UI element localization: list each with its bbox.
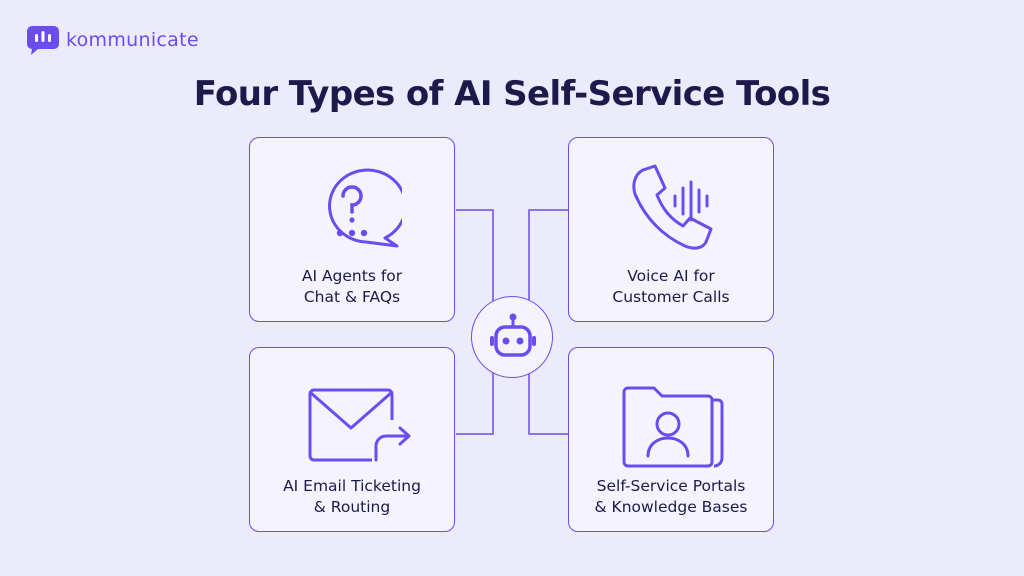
card-ai-agents-chat: AI Agents for Chat & FAQs bbox=[249, 137, 455, 322]
connector-bottom-right bbox=[528, 369, 568, 435]
card-label: Self-Service Portals & Knowledge Bases bbox=[594, 477, 748, 516]
chat-question-icon bbox=[328, 168, 402, 248]
folder-user-icon bbox=[622, 386, 724, 468]
connector-top-left bbox=[456, 209, 494, 305]
page-title: Four Types of AI Self-Service Tools bbox=[193, 74, 831, 114]
connector-top-right bbox=[528, 209, 568, 305]
card-label: AI Agents for Chat & FAQs bbox=[301, 267, 403, 306]
card-label: Voice AI for Customer Calls bbox=[612, 267, 730, 306]
card-ai-email-ticketing: AI Email Ticketing & Routing bbox=[249, 347, 455, 532]
robot-icon bbox=[490, 313, 536, 357]
card-voice-ai: Voice AI for Customer Calls bbox=[568, 137, 774, 322]
phone-voice-icon bbox=[632, 164, 713, 250]
brand-logo: kommunicate bbox=[26, 24, 199, 56]
kommunicate-logo-icon bbox=[27, 26, 59, 55]
card-self-service-portals: Self-Service Portals & Knowledge Bases bbox=[568, 347, 774, 532]
email-forward-icon bbox=[308, 388, 411, 462]
center-hub bbox=[471, 296, 553, 378]
connector-bottom-left bbox=[456, 369, 494, 435]
card-label: AI Email Ticketing & Routing bbox=[283, 477, 421, 516]
brand-name: kommunicate bbox=[66, 29, 199, 51]
